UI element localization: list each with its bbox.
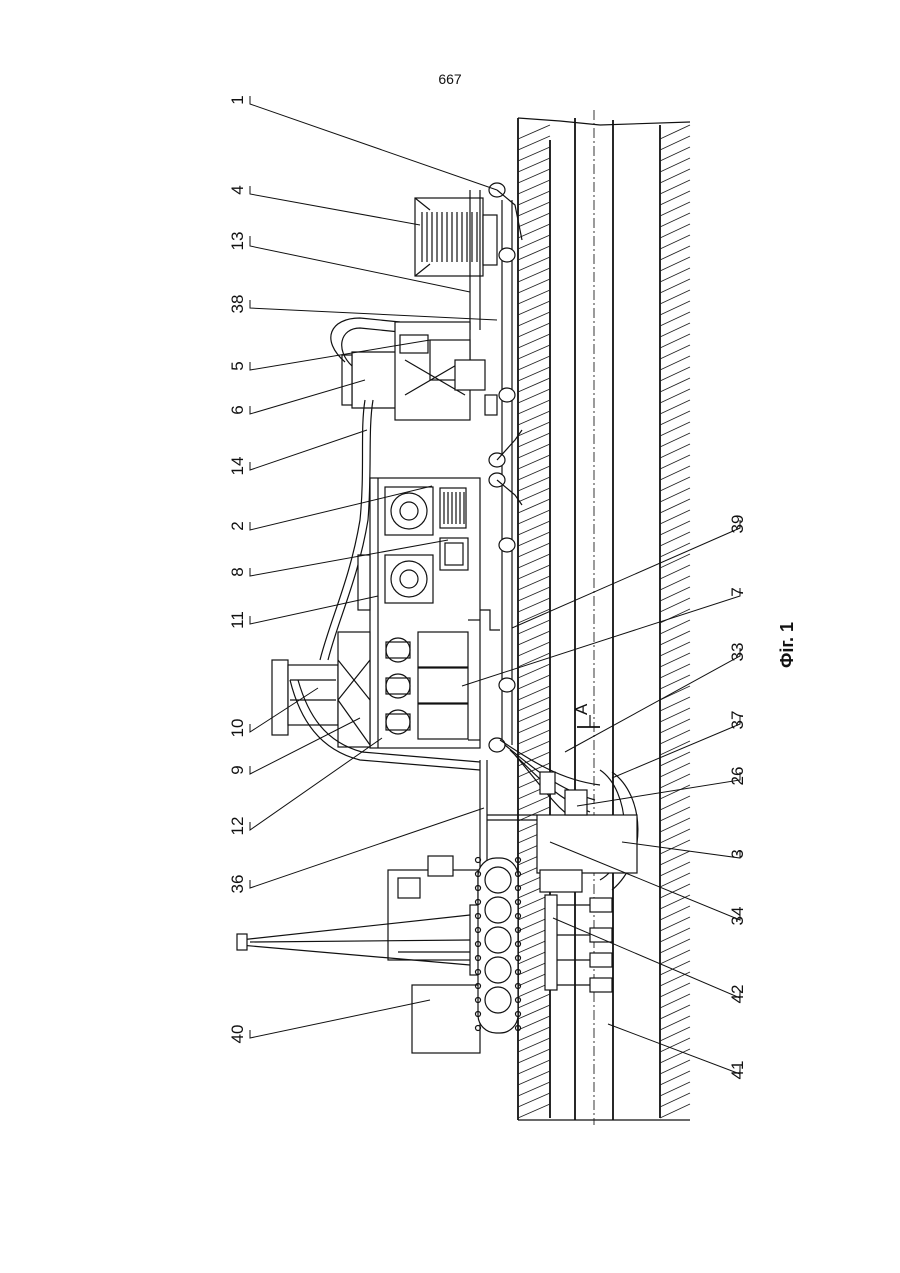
reference-numeral: 26: [728, 767, 747, 786]
reference-numeral: 9: [228, 765, 247, 774]
reference-numeral: 6: [228, 405, 247, 414]
reference-numeral: 39: [728, 515, 747, 534]
main-cabin: [358, 478, 500, 748]
reference-numeral: 34: [728, 907, 747, 926]
figure-caption: Фіг. 1: [777, 622, 797, 668]
reference-numeral: 33: [728, 643, 747, 662]
reference-numeral: 8: [228, 567, 247, 576]
ground-section: [518, 110, 690, 1125]
reference-numeral: 7: [728, 587, 747, 596]
reference-numeral: 5: [228, 361, 247, 370]
reference-numeral: 4: [228, 185, 247, 194]
reference-numeral: 3: [728, 849, 747, 858]
reference-numeral: 42: [728, 985, 747, 1004]
reference-numeral: 37: [728, 711, 747, 730]
reference-numeral: 10: [228, 719, 247, 738]
reference-numeral: 1: [228, 95, 247, 104]
section-marker-label: A: [572, 703, 591, 715]
reference-numeral: 36: [228, 875, 247, 894]
reference-numeral: 41: [728, 1061, 747, 1080]
reference-numeral: 38: [228, 295, 247, 314]
reference-numeral: 12: [228, 817, 247, 836]
reference-numeral: 11: [228, 611, 247, 629]
reference-numeral: 40: [228, 1025, 247, 1044]
reference-numeral: 2: [228, 521, 247, 530]
reference-numeral: 13: [228, 232, 247, 251]
surface-pipeline: [489, 183, 522, 752]
section-marker: A: [572, 703, 600, 727]
reference-numeral: 14: [228, 457, 247, 476]
radiator-unit: [415, 190, 497, 330]
